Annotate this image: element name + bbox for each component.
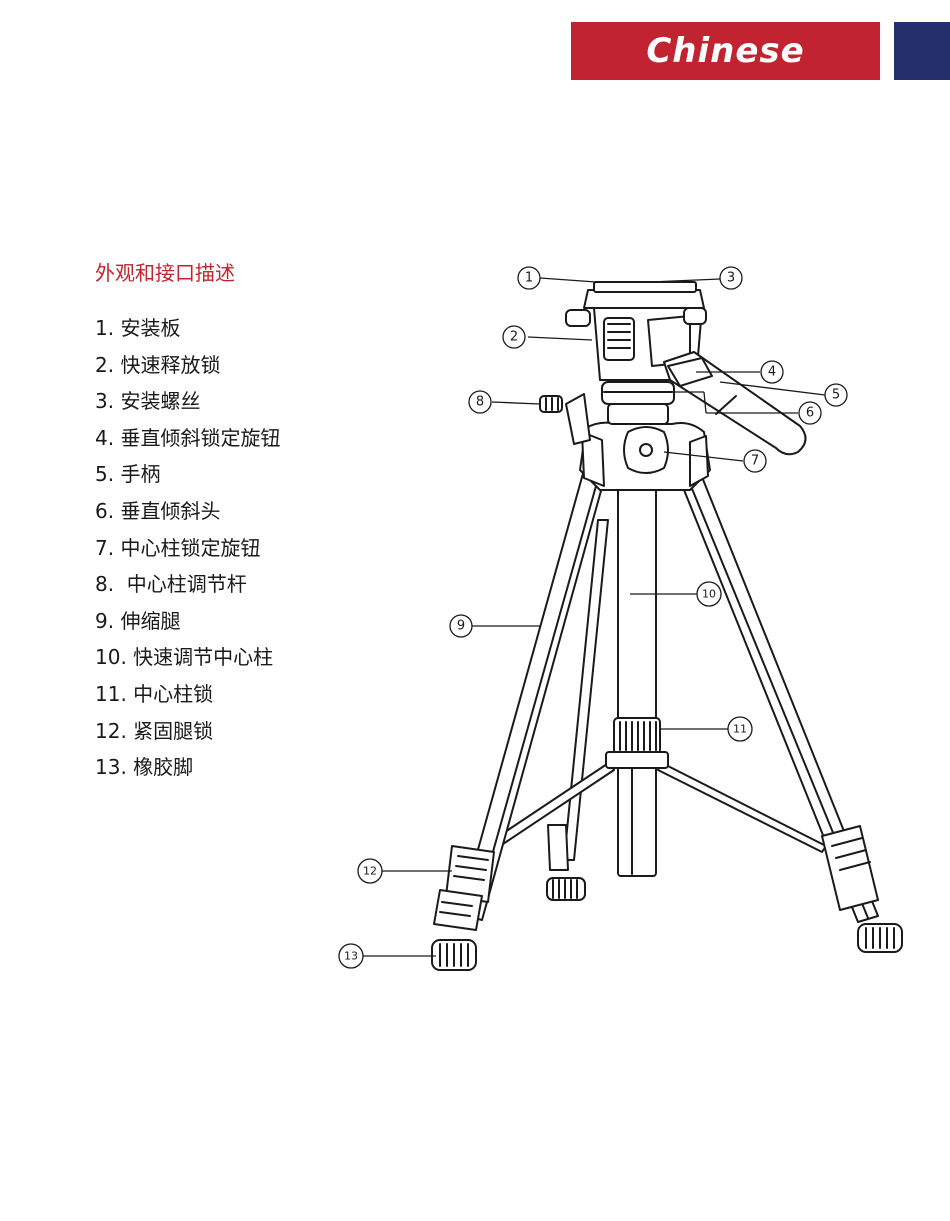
callout-4: 4 [761,361,783,383]
callout-3: 3 [720,267,742,289]
callout-11: 11 [728,717,752,741]
callout-6: 6 [799,402,821,424]
svg-text:12: 12 [363,865,377,878]
callout-5: 5 [825,384,847,406]
callout-12: 12 [358,859,382,883]
callout-13: 13 [339,944,363,968]
callout-7: 7 [744,450,766,472]
pan-tilt-base-ring [602,382,674,424]
callout-10: 10 [697,582,721,606]
svg-text:10: 10 [702,588,716,601]
callout-2: 2 [503,326,525,348]
svg-text:8: 8 [476,395,484,410]
svg-text:5: 5 [832,388,840,403]
svg-text:2: 2 [510,330,518,345]
callout-9: 9 [450,615,472,637]
svg-text:7: 7 [751,454,759,469]
callout-8: 8 [469,391,491,413]
svg-text:6: 6 [806,406,814,421]
svg-text:1: 1 [525,271,533,286]
center-column [614,482,660,876]
svg-text:9: 9 [457,619,465,634]
svg-text:13: 13 [344,950,358,963]
leg-spreader-braces [496,752,826,852]
center-column-crank-handle [540,394,590,444]
center-column-lock-knob [624,427,668,473]
callout-1: 1 [518,267,540,289]
svg-text:11: 11 [733,723,747,736]
svg-text:3: 3 [727,271,735,286]
svg-text:4: 4 [768,365,776,380]
tripod-right-leg [676,462,902,952]
